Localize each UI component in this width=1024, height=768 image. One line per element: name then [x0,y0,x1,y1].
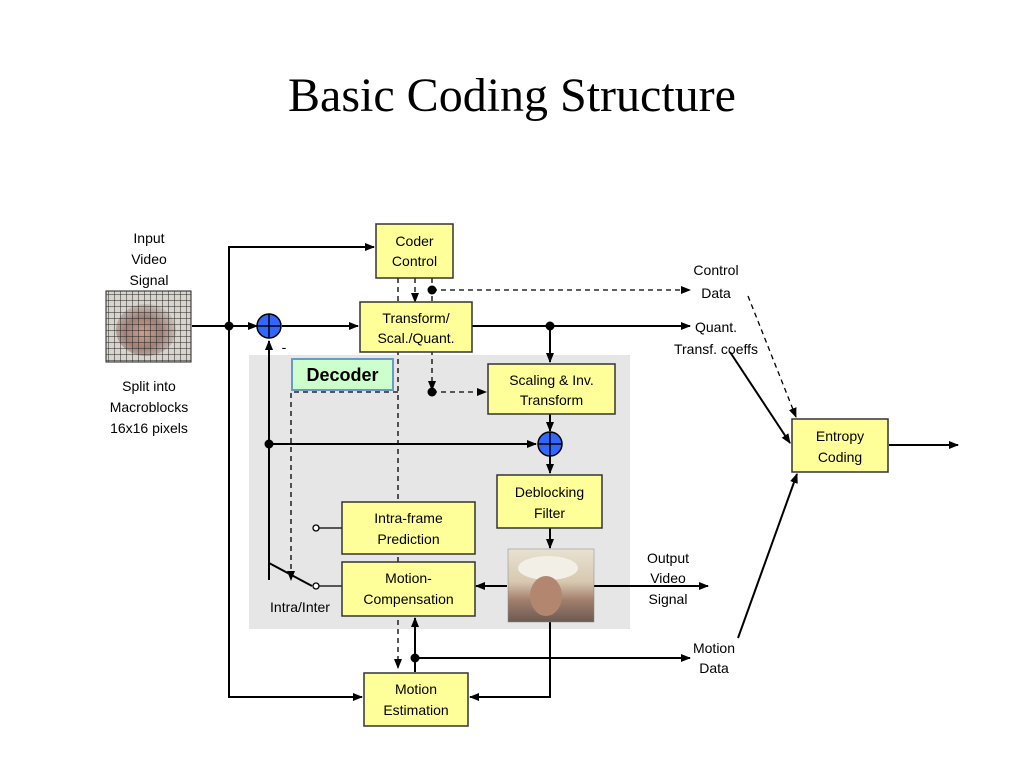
svg-text:Output: Output [647,550,689,566]
svg-text:Transf. coeffs: Transf. coeffs [674,341,758,357]
svg-text:Motion: Motion [395,681,437,697]
slide-title: Basic Coding Structure [288,69,736,122]
minus-sign: - [282,339,287,355]
svg-text:Coder: Coder [395,233,433,249]
svg-text:Motion-: Motion- [385,570,432,586]
svg-text:Deblocking: Deblocking [515,484,584,500]
input-frame-image [105,290,192,363]
svg-text:Signal: Signal [130,272,169,288]
switch-terminal-intra [312,524,320,532]
output-video-signal-label: Output Video Signal [647,550,689,607]
motion-estimation-block: Motion Estimation [363,672,469,727]
control-data-label: Control Data [693,262,738,301]
scaling-inv-transform-block: Scaling & Inv. Transform [487,363,616,415]
reconstructed-frame-image [507,548,595,623]
svg-text:16x16 pixels: 16x16 pixels [110,420,188,436]
motion-data-label: Motion Data [693,640,735,676]
svg-text:Scal./Quant.: Scal./Quant. [377,330,454,346]
svg-text:Macroblocks: Macroblocks [110,399,189,415]
transform-quant-block: Transform/ Scal./Quant. [359,301,473,353]
svg-text:Input: Input [133,230,164,246]
svg-text:Coding: Coding [818,449,862,465]
svg-text:Data: Data [701,285,731,301]
quant-coeffs-label: Quant. Transf. coeffs [674,319,758,357]
svg-text:Estimation: Estimation [383,702,448,718]
adder-input [256,313,282,339]
svg-text:Video: Video [650,570,686,586]
svg-text:Data: Data [699,660,729,676]
split-macroblocks-label: Split into Macroblocks 16x16 pixels [110,378,189,436]
switch-terminal-inter [312,582,320,590]
signal-paths [192,243,959,701]
entropy-coding-block: Entropy Coding [791,418,889,473]
svg-text:Scaling & Inv.: Scaling & Inv. [509,372,594,388]
adder-reconstruction [537,431,563,457]
svg-text:Signal: Signal [649,591,688,607]
svg-text:Entropy: Entropy [816,428,864,444]
svg-text:Intra-frame: Intra-frame [374,510,443,526]
svg-text:Split into: Split into [122,378,176,394]
svg-text:Quant.: Quant. [695,319,737,335]
svg-text:Decoder: Decoder [306,365,378,385]
deblocking-filter-block: Deblocking Filter [496,474,603,529]
svg-text:Motion: Motion [693,640,735,656]
decoder-label: Decoder [291,358,394,391]
svg-text:Control: Control [693,262,738,278]
svg-text:Control: Control [392,253,437,269]
svg-text:Filter: Filter [534,505,565,521]
junction-dots [224,285,555,663]
coder-control-block: Coder Control [375,223,454,279]
svg-text:Compensation: Compensation [363,591,453,607]
input-video-signal-label: Input Video Signal [130,230,169,288]
svg-text:Video: Video [131,251,167,267]
svg-text:Transform/: Transform/ [382,310,449,326]
intra-inter-label: Intra/Inter [270,599,330,615]
intra-frame-prediction-block: Intra-frame Prediction [341,501,476,555]
motion-compensation-block: Motion- Compensation [341,561,476,617]
svg-text:Prediction: Prediction [377,531,439,547]
svg-text:Transform: Transform [520,392,583,408]
